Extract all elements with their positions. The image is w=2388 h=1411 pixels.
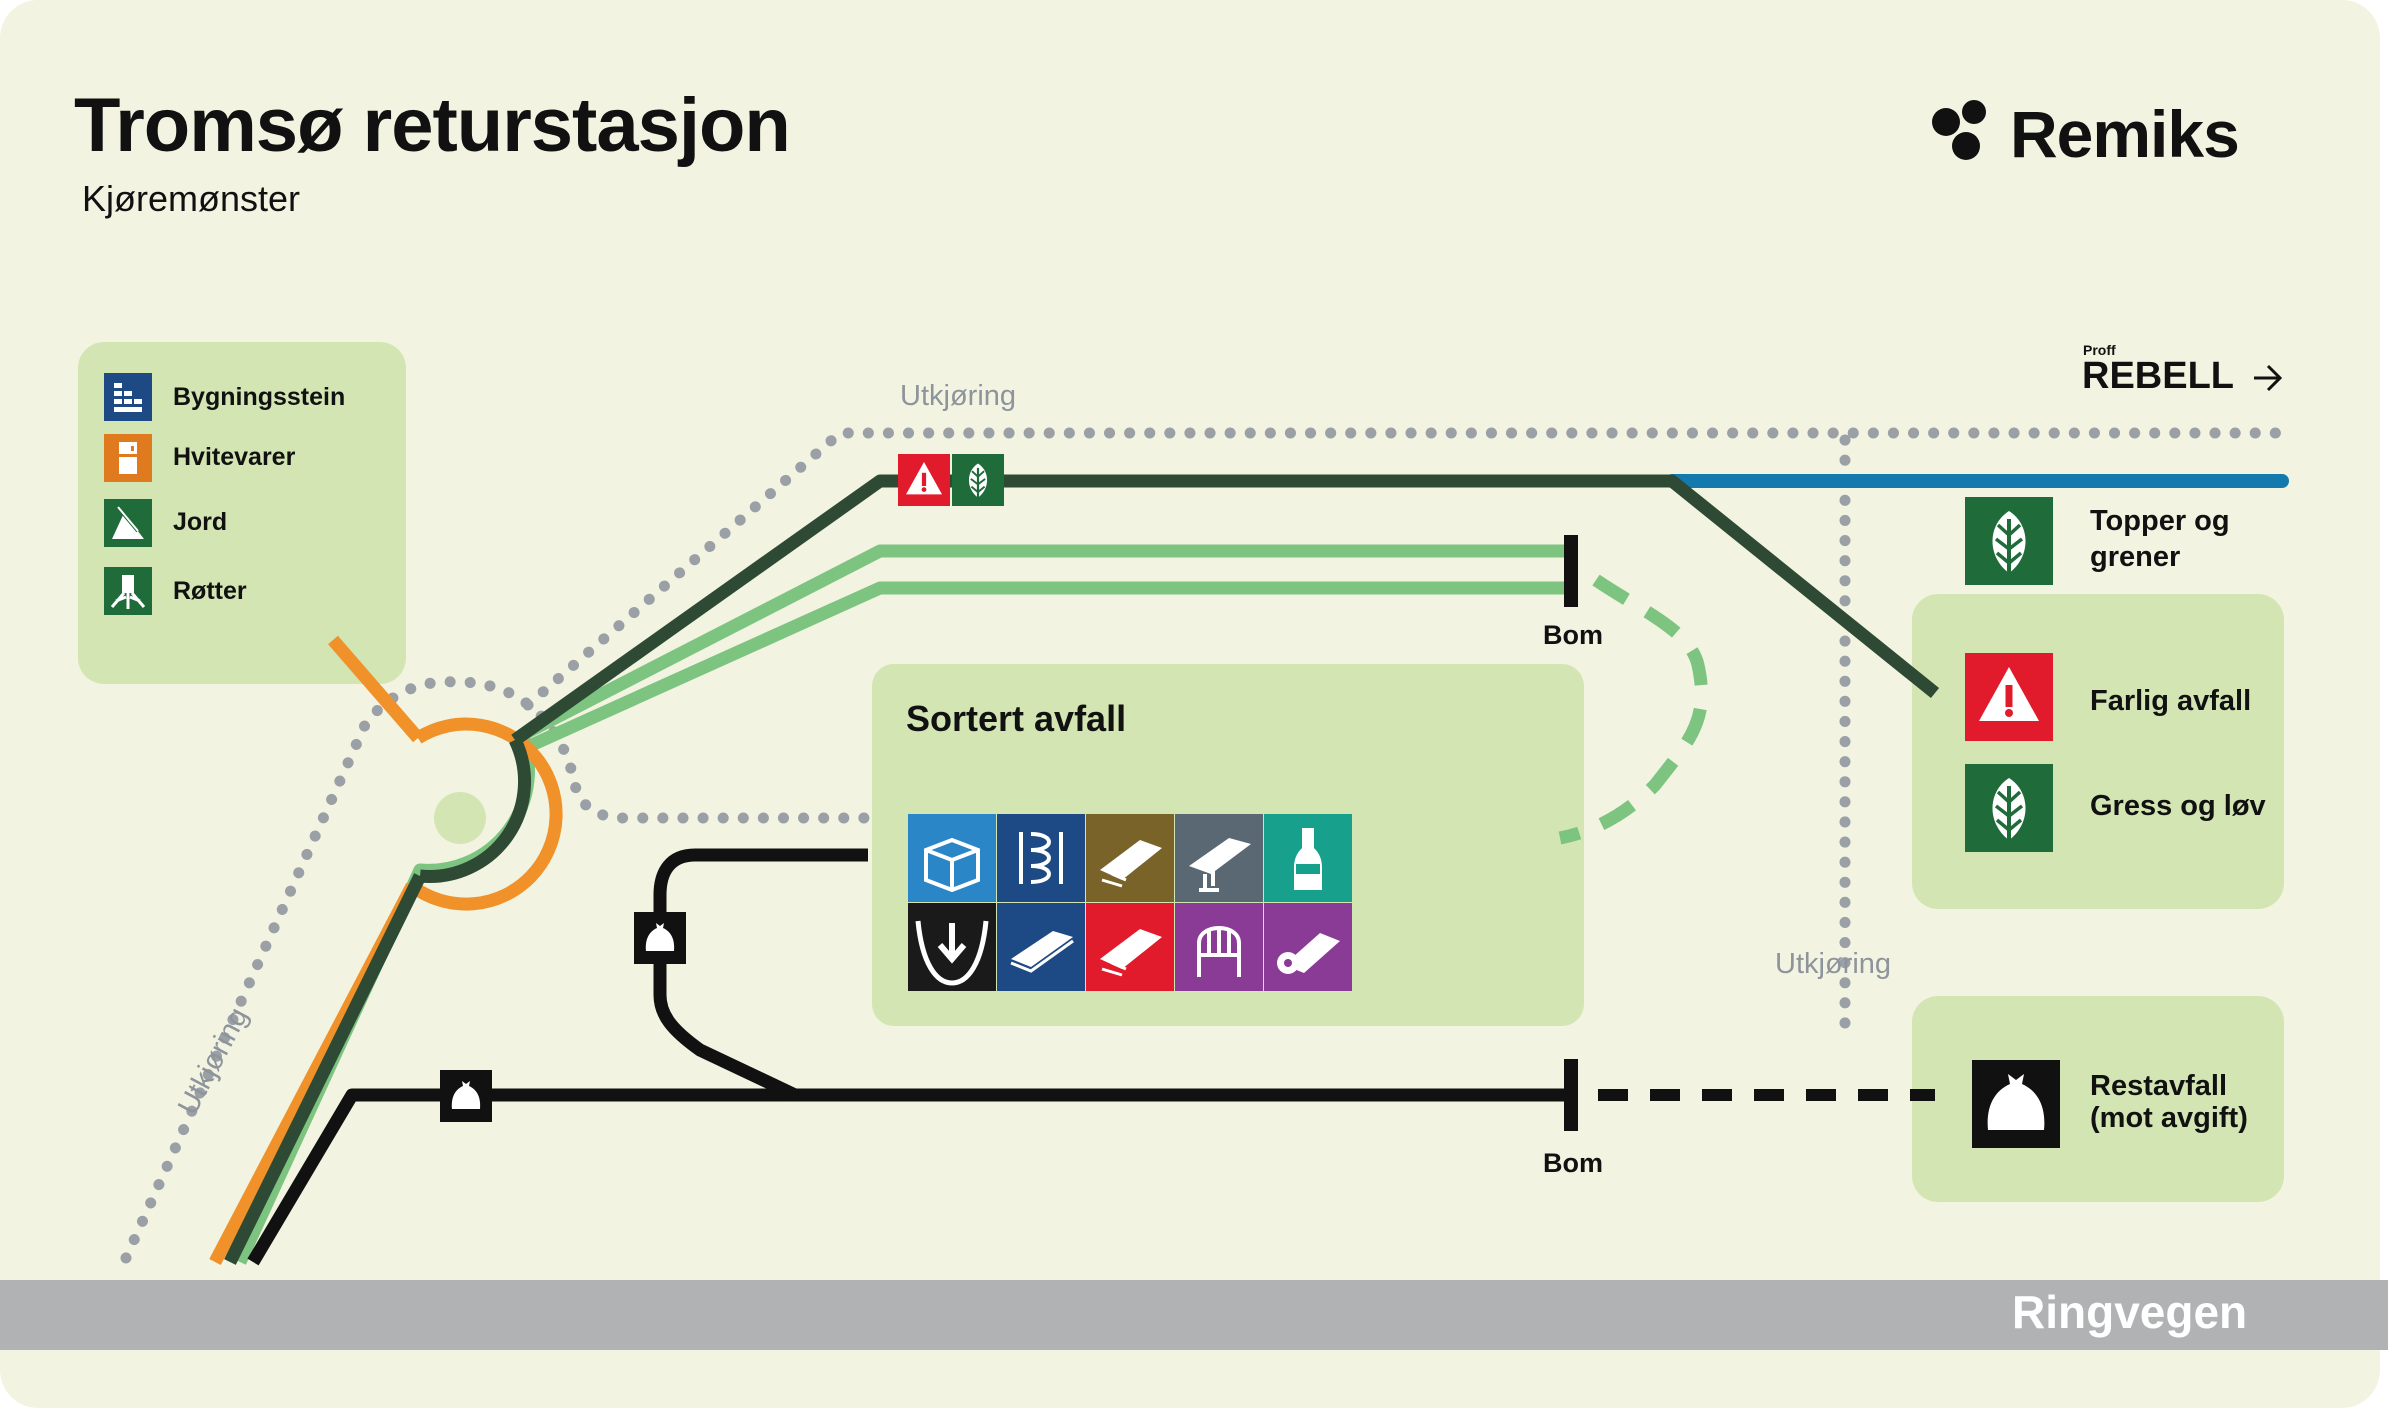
exit-label: Utkjøring (900, 380, 1017, 412)
ringvegen-road (0, 1280, 2388, 1350)
gate-label: Bom (1543, 1148, 1603, 1178)
furniture-icon (1175, 903, 1263, 991)
wood-icon (1086, 814, 1174, 902)
page-title: Tromsø returstasjon (74, 83, 791, 168)
station-label: Farlig avfall (2090, 685, 2252, 717)
road-label: Ringvegen (2012, 1286, 2248, 1338)
legend-zone (78, 342, 406, 684)
insulation-icon (997, 814, 1085, 902)
gypsum-icon (908, 903, 996, 991)
hazard-icon (898, 454, 950, 506)
cardboard-box-icon (908, 814, 996, 902)
partner-small-label: Proff (2083, 342, 2116, 358)
gate-label: Bom (1543, 620, 1603, 650)
gate-upper (1564, 535, 1578, 607)
glass-bottle-icon (1264, 814, 1352, 902)
residual-zone (1912, 996, 2284, 1202)
exit-routes (120, 427, 2286, 1264)
fridge-icon (104, 434, 152, 482)
roundabout-center (434, 792, 486, 844)
trash-bag-icon (440, 1070, 492, 1122)
arrow-right-icon (2254, 364, 2283, 392)
hazard-icon (1965, 653, 2053, 741)
gate-lower (1564, 1059, 1578, 1131)
trash-bag-icon (634, 912, 686, 964)
remiks-logo-icon (1932, 100, 1986, 160)
brand-name: Remiks (2010, 97, 2240, 171)
legend-label: Hvitevarer (173, 443, 296, 471)
leaf-icon (1965, 764, 2053, 852)
legend-label: Jord (173, 508, 228, 536)
tree-roots-icon (104, 567, 152, 615)
sorted-zone-title: Sortert avfall (906, 698, 1127, 739)
dark-green-route (224, 474, 1940, 1265)
legend-label: Røtter (173, 577, 247, 605)
hazard-garden-zone (1912, 594, 2284, 909)
leaf-icon (952, 454, 1004, 506)
impregnated-wood-icon (1086, 903, 1174, 991)
page-subtitle: Kjøremønster (82, 178, 301, 219)
roll-icon (1264, 903, 1352, 991)
leaf-icon (1965, 497, 2053, 585)
trash-bag-icon (1972, 1060, 2060, 1148)
soil-shovel-icon (104, 499, 152, 547)
bricks-icon (104, 373, 152, 421)
station-label: Topper og grener (2090, 505, 2230, 573)
station-label: Gress og løv (2090, 790, 2266, 822)
station-label: Restavfall (mot avgift) (2090, 1070, 2248, 1134)
exit-label: Utkjøring (1775, 948, 1892, 980)
legend-label: Bygningsstein (173, 383, 346, 411)
metal-icon (1175, 814, 1263, 902)
plasterboard-icon (997, 903, 1085, 991)
partner-name: REBELL (2082, 355, 2234, 397)
